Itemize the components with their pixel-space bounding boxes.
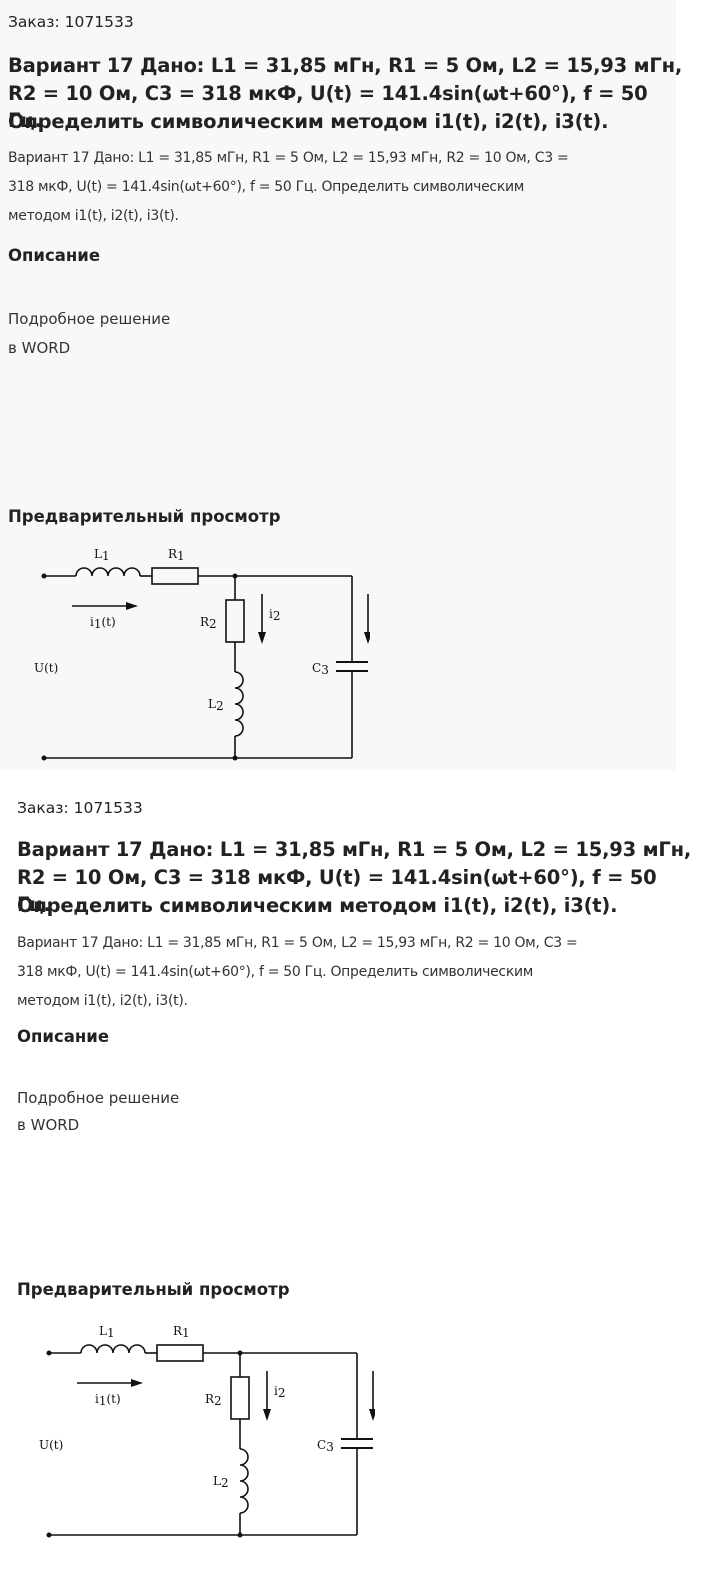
resistor-r2 <box>225 599 245 643</box>
resistor-r1 <box>156 1344 204 1362</box>
label-i1: i1(t) <box>95 1392 121 1408</box>
order-number: Заказ: 1071533 <box>17 799 143 817</box>
resistor-r2 <box>230 1376 250 1420</box>
description-line-2: в WORD <box>8 339 71 357</box>
page-title-line-1: Вариант 17 Дано: L1 = 31,85 мГн, R1 = 5 … <box>17 838 692 861</box>
short-description-line-3: методом i1(t), i2(t), i3(t). <box>17 993 188 1009</box>
inductor-l2 <box>234 671 244 737</box>
label-l2: L2 <box>208 697 224 713</box>
page-title-line-2: R2 = 10 Ом, С3 = 318 мкФ, U(t) = 141.4si… <box>17 866 657 916</box>
resistor-r1 <box>151 567 199 585</box>
circuit-diagram-1: L1 R1 i1(t) R2 i2 i3 U(t) C3 L2 <box>34 547 370 761</box>
arrow-i1 <box>126 602 138 610</box>
inductor-l1 <box>75 567 141 577</box>
label-c3: C3 <box>312 661 329 677</box>
page-title-line-3: Определить символическим методом i1(t), … <box>8 110 609 133</box>
label-l2: L2 <box>213 1474 229 1490</box>
label-u: U(t) <box>39 1438 63 1452</box>
label-i2: i2 <box>269 607 280 623</box>
description-line-2: в WORD <box>17 1116 80 1134</box>
label-l1: L1 <box>94 547 110 563</box>
description-heading: Описание <box>17 1027 110 1046</box>
arrow-i1 <box>131 1379 143 1387</box>
short-description-line-1: Вариант 17 Дано: L1 = 31,85 мГн, R1 = 5 … <box>17 935 578 951</box>
arrow-i2 <box>258 632 266 644</box>
label-r2: R2 <box>205 1392 222 1408</box>
label-u: U(t) <box>34 661 58 675</box>
description-heading: Описание <box>8 246 101 265</box>
short-description-line-2: 318 мкФ, U(t) = 141.4sin(ωt+60°), f = 50… <box>17 964 534 980</box>
label-l1: L1 <box>99 1324 115 1340</box>
page-title-line-1: Вариант 17 Дано: L1 = 31,85 мГн, R1 = 5 … <box>8 54 683 77</box>
product-card-2: Заказ: 1071533 Вариант 17 Дано: L1 = 31,… <box>9 785 701 1555</box>
short-description-line-1: Вариант 17 Дано: L1 = 31,85 мГн, R1 = 5 … <box>8 150 569 166</box>
short-description-line-3: методом i1(t), i2(t), i3(t). <box>8 208 179 224</box>
label-c3: C3 <box>317 1438 334 1454</box>
inductor-l2 <box>239 1448 249 1514</box>
label-i2: i2 <box>274 1384 285 1400</box>
arrow-i3 <box>369 1409 375 1421</box>
inductor-l1 <box>80 1344 146 1354</box>
circuit-diagram-2: L1 R1 i1(t) R2 i2 i3 U(t) C3 L2 <box>39 1324 375 1538</box>
label-r1: R1 <box>173 1324 190 1340</box>
label-r1: R1 <box>168 547 185 563</box>
order-number: Заказ: 1071533 <box>8 13 134 31</box>
product-card-1: Заказ: 1071533 Вариант 17 Дано: L1 = 31,… <box>0 0 682 770</box>
arrow-i2 <box>263 1409 271 1421</box>
arrow-i3 <box>364 632 370 644</box>
label-r2: R2 <box>200 615 217 631</box>
short-description-line-2: 318 мкФ, U(t) = 141.4sin(ωt+60°), f = 50… <box>8 179 525 195</box>
description-line-1: Подробное решение <box>17 1089 180 1107</box>
preview-heading: Предварительный просмотр <box>17 1280 290 1299</box>
label-i1: i1(t) <box>90 615 116 631</box>
page-title-line-2: R2 = 10 Ом, С3 = 318 мкФ, U(t) = 141.4si… <box>8 82 648 132</box>
preview-heading: Предварительный просмотр <box>8 507 281 526</box>
page-title-line-3: Определить символическим методом i1(t), … <box>17 894 618 917</box>
description-line-1: Подробное решение <box>8 310 171 328</box>
